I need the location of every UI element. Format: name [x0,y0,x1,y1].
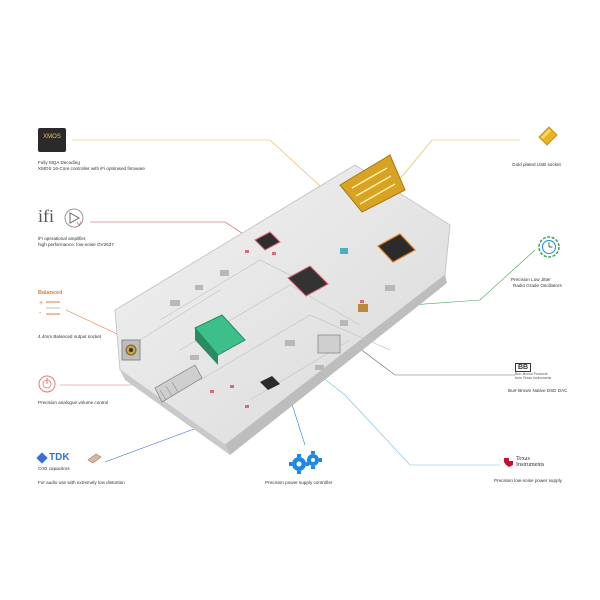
xmos-caption-line2: XMOS 16-Core controller with iFi optimis… [38,166,145,171]
svg-text:-: - [39,310,42,317]
xmos-caption-line1: Fully MQA Decoding [38,160,80,165]
oscillator-1 [358,304,368,312]
ifi-caption-line1: iFi operational amplifier, [38,236,87,241]
pcb-edge [120,370,230,455]
power-controller-chip [260,376,280,390]
ti-logo-line2: Instruments [516,461,545,468]
oscillators-caption-line2: Radio Grade Oscillators [513,283,562,288]
power-controller-icon [288,450,324,476]
balanced-symbol-icon: + - [38,298,62,318]
tdk-caption-line2: For audio use with extremely low distort… [38,480,125,485]
balanced-output-socket [121,339,141,361]
clock-oscillator-icon [538,236,560,258]
svg-text:+: + [39,300,43,307]
volume-pot-body [194,314,246,356]
ti-logo: Texas Instruments [503,456,545,468]
burr-brown-logo: BB Burr-Brown Products from Texas Instru… [515,363,565,383]
inductor [317,334,341,354]
bb-caption: Burr-Brown Native DSD DAC [508,388,568,393]
ti-logo-line1: Texas [516,456,530,462]
usb-caption: Gold plated USB socket [512,162,561,167]
ifi-logo: ifi [38,206,54,226]
bb-logo-sub1: Burr-Brown Products [515,372,548,376]
ifi-caption-line2: high performance, low-noise OV2637 [38,242,114,247]
usb-plug [339,154,406,213]
power-callout-line [289,397,306,446]
pcb-board-illustration [114,154,451,455]
tdk-caption-line1: C0G capacitors [38,466,70,471]
texas-state-icon [503,457,514,468]
volume-caption: Precision analogue volume control [38,400,109,405]
balanced-logo: Balanced [38,290,63,296]
xmos-logo: XMOS [38,128,66,152]
xmos-chip [377,233,416,263]
usb-callout-line [394,139,520,186]
oscillator-2 [340,248,348,254]
volume-knob [154,364,203,403]
xmos-logo-text: XMOS [43,134,61,140]
opamp-chip [254,231,281,251]
ti-caption: Precision low-noise power supply [494,478,562,483]
tdk-logo-mark-icon [36,451,48,464]
bb-logo-sub2: from Texas Instruments [515,376,552,380]
bb-callout-line [354,344,515,376]
opamp-symbol-icon: V [64,208,84,228]
tdk-logo: TDK [36,451,70,464]
balanced-caption: 4.4mm Balanced output socket [38,334,102,339]
svg-text:V: V [77,222,81,228]
oscillators-caption-line1: Precision Low Jitter [511,277,551,282]
power-controller-caption: Precision power supply controller [265,480,333,485]
tdk-logo-text: TDK [49,452,70,463]
volume-knob-icon [38,375,56,393]
capacitor-icon [86,452,102,464]
bb-logo-mark: BB [515,363,532,372]
usb-gold-icon [537,125,559,147]
dac-chip [287,265,329,297]
